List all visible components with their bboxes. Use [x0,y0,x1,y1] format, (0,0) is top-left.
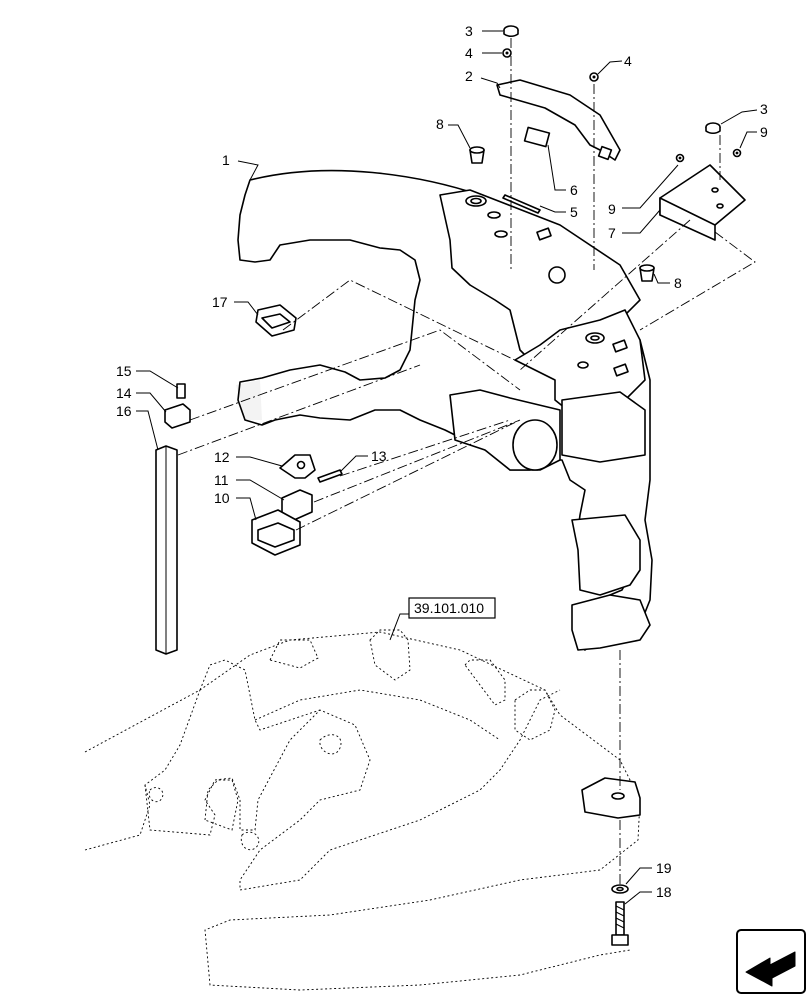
strip-16 [155,445,178,655]
bolt-18 [611,901,629,946]
block-15 [176,383,186,399]
callout-17: 17 [212,294,228,310]
bolt-9-left [675,153,685,163]
callout-7: 7 [608,225,616,241]
callout-1: 1 [222,152,230,168]
callout-12: 12 [214,449,230,465]
callout-16: 16 [116,403,132,419]
cap-3-top [503,25,519,38]
callout-10: 10 [214,490,230,506]
washer-19 [611,884,629,894]
block-14 [164,403,191,429]
callout-5: 5 [570,204,578,220]
counterweight-mount-pad [581,777,641,819]
callout-9-right: 9 [760,124,768,140]
callout-labels: 1 2 3 3 4 4 5 6 7 8 8 9 9 10 11 12 13 14… [116,23,768,900]
bolt-4-top [502,48,512,58]
reference-link[interactable]: 39.101.010 [408,597,496,619]
callout-4-right: 4 [624,53,632,69]
alignment-lines [177,38,756,888]
pad-17 [255,304,297,337]
callout-9-left: 9 [608,201,616,217]
cap-3-right [705,122,721,135]
reference-label: 39.101.010 [414,600,484,616]
callout-3-top: 3 [465,23,473,39]
plug-8-right [639,264,655,282]
callout-11: 11 [214,472,229,488]
counterweight [236,169,653,651]
bracket [659,164,746,241]
callout-8-top: 8 [436,116,444,132]
callout-8-right: 8 [674,275,682,291]
callout-13: 13 [371,448,387,464]
callout-19: 19 [656,860,672,876]
leader-lines [136,30,758,905]
callout-6: 6 [570,182,578,198]
callout-18: 18 [656,884,672,900]
callout-15: 15 [116,363,132,379]
callout-14: 14 [116,385,132,401]
pin-13 [317,469,343,483]
callout-4-top: 4 [465,45,473,61]
callout-3-right: 3 [760,101,768,117]
return-arrow-icon[interactable] [736,929,806,994]
pad-10 [251,509,301,556]
plate-12 [279,454,316,479]
label-strip-5 [502,194,541,214]
cover-plate [496,79,621,161]
bolt-9-right [732,148,742,158]
plug-8-top [469,146,485,164]
callout-2: 2 [465,68,473,84]
bolt-4-right [589,72,599,82]
upper-frame-outline [84,629,641,991]
